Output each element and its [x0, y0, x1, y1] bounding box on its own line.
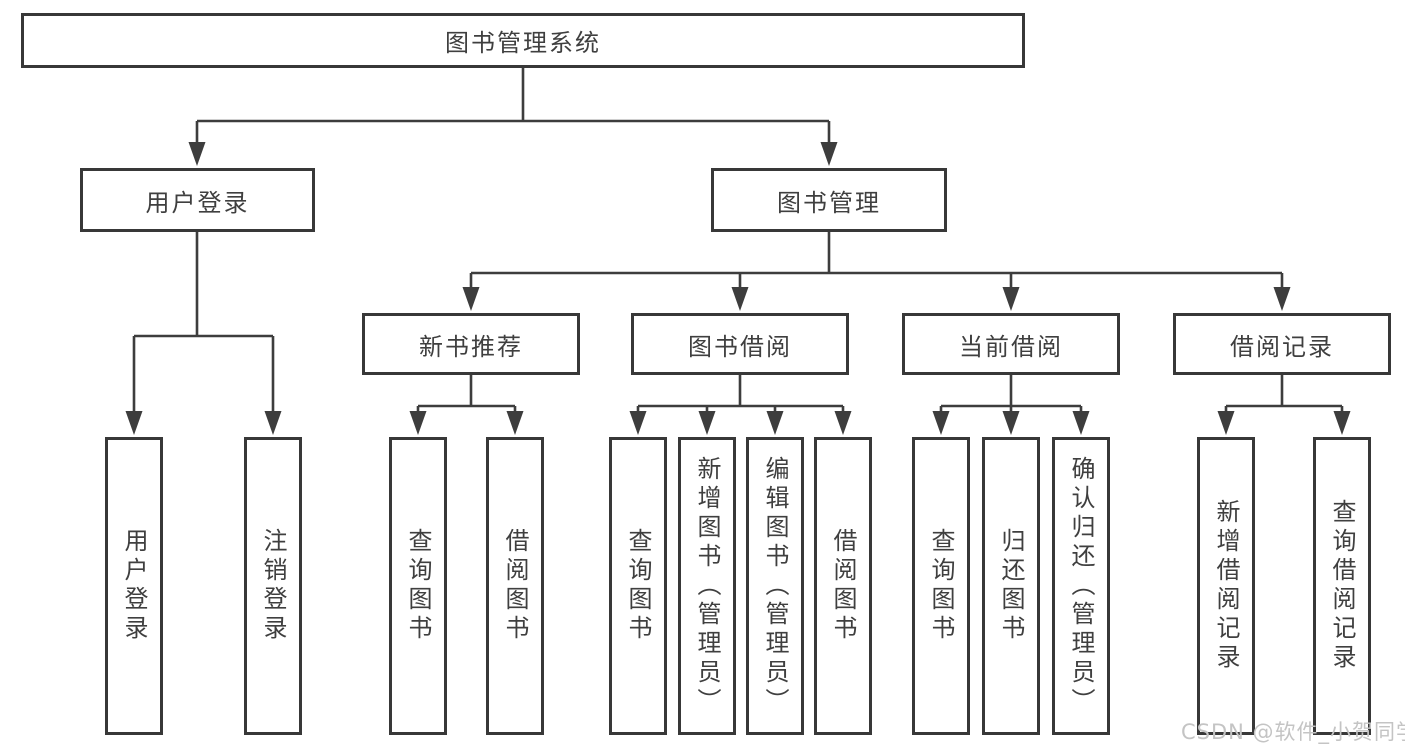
- arrowhead-icon: [409, 411, 427, 435]
- node-leaf-confirm-return-admin: 确认归还（管理员）: [1052, 437, 1110, 735]
- connector-user-login-to-children: [125, 232, 282, 435]
- node-new-book-recommendation: 新书推荐: [362, 313, 580, 375]
- node-label: 借阅记录: [1230, 332, 1334, 361]
- node-label: 确认归还（管理员）: [1067, 455, 1095, 717]
- node-label: 当前借阅: [959, 332, 1063, 361]
- node-borrowing-records: 借阅记录: [1173, 313, 1391, 375]
- node-label: 查询借阅记录: [1328, 499, 1356, 673]
- connector-line: [195, 68, 831, 146]
- node-library-management-system: 图书管理系统: [21, 13, 1025, 68]
- node-leaf-borrow-books: 借阅图书: [814, 437, 872, 735]
- node-label: 图书管理: [777, 188, 881, 217]
- connector-new-book-recommendation-to-children: [409, 375, 524, 435]
- node-leaf-return-books: 归还图书: [982, 437, 1040, 735]
- arrowhead-icon: [188, 142, 206, 166]
- node-label: 注销登录: [259, 528, 287, 644]
- node-leaf-query-borrow-record: 查询借阅记录: [1313, 437, 1371, 735]
- node-book-management: 图书管理: [711, 168, 947, 232]
- node-label: 查询图书: [624, 528, 652, 644]
- node-label: 归还图书: [997, 528, 1025, 644]
- arrowhead-icon: [932, 411, 950, 435]
- node-leaf-query-books-borrowing: 查询图书: [609, 437, 667, 735]
- node-label: 借阅图书: [829, 528, 857, 644]
- node-label: 编辑图书（管理员）: [761, 455, 789, 717]
- node-label: 查询图书: [404, 528, 432, 644]
- connector-root-to-level2: [188, 68, 838, 166]
- arrowhead-icon: [766, 411, 784, 435]
- node-user-login: 用户登录: [80, 168, 315, 232]
- arrowhead-icon: [820, 142, 838, 166]
- node-leaf-query-books-recommend: 查询图书: [389, 437, 447, 735]
- node-leaf-borrow-books-recommend: 借阅图书: [486, 437, 544, 735]
- arrowhead-icon: [1072, 411, 1090, 435]
- connector-book-borrowing-to-children: [629, 375, 852, 435]
- arrowhead-icon: [125, 411, 143, 435]
- node-book-borrowing: 图书借阅: [631, 313, 849, 375]
- node-label: 新增借阅记录: [1212, 499, 1240, 673]
- node-leaf-logout: 注销登录: [244, 437, 302, 735]
- connector-line: [469, 232, 1284, 290]
- arrowhead-icon: [1273, 287, 1291, 311]
- connector-book-management-to-level3: [462, 232, 1291, 311]
- node-label: 新书推荐: [419, 332, 523, 361]
- connector-current-borrowing-to-children: [932, 375, 1090, 435]
- arrowhead-icon: [1002, 411, 1020, 435]
- arrowhead-icon: [1333, 411, 1351, 435]
- connector-line: [939, 375, 1083, 415]
- csdn-watermark: CSDN @软件_小贺同学: [1181, 720, 1405, 744]
- arrowhead-icon: [1002, 287, 1020, 311]
- node-label: 图书借阅: [688, 332, 792, 361]
- connector-line: [416, 375, 517, 415]
- arrowhead-icon: [834, 411, 852, 435]
- node-label: 图书管理系统: [445, 29, 601, 57]
- node-leaf-add-book-admin: 新增图书（管理员）: [678, 437, 736, 735]
- arrowhead-icon: [264, 411, 282, 435]
- connector-borrowing-records-to-children: [1217, 375, 1351, 435]
- arrowhead-icon: [698, 411, 716, 435]
- node-label: 用户登录: [145, 188, 250, 217]
- node-label: 借阅图书: [501, 528, 529, 644]
- node-leaf-query-books-current: 查询图书: [912, 437, 970, 735]
- arrowhead-icon: [629, 411, 647, 435]
- arrowhead-icon: [462, 287, 480, 311]
- node-label: 新增图书（管理员）: [693, 455, 721, 717]
- arrowhead-icon: [1217, 411, 1235, 435]
- node-label: 用户登录: [120, 528, 148, 644]
- arrowhead-icon: [506, 411, 524, 435]
- node-leaf-user-login: 用户登录: [105, 437, 163, 735]
- connector-line: [1224, 375, 1344, 415]
- node-leaf-add-borrow-record: 新增借阅记录: [1197, 437, 1255, 735]
- arrowhead-icon: [731, 287, 749, 311]
- connector-line: [636, 375, 845, 415]
- node-leaf-edit-book-admin: 编辑图书（管理员）: [746, 437, 804, 735]
- node-current-borrowing: 当前借阅: [902, 313, 1120, 375]
- node-label: 查询图书: [927, 528, 955, 644]
- connector-line: [132, 232, 275, 415]
